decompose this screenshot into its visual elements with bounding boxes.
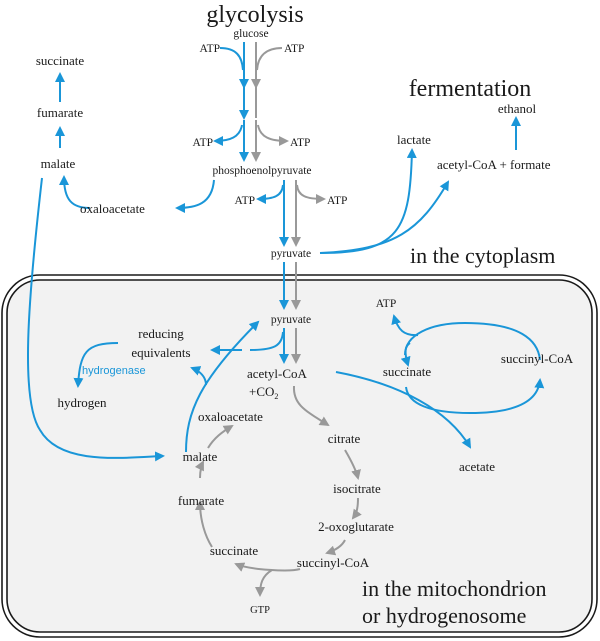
label-gtp: GTP	[250, 605, 270, 616]
label-acetylcoa-organelle: acetyl-CoA	[247, 366, 308, 381]
label-atp-output-left: ATP	[235, 195, 255, 207]
label-reducing-equivalents-line1: reducing	[138, 326, 184, 341]
label-pyruvate-cytoplasm: pyruvate	[271, 248, 311, 260]
heading-organelle-line1: in the mitochondrion	[362, 576, 547, 601]
label-reducing-equivalents-line2: equivalents	[131, 345, 190, 360]
label-citrate: citrate	[328, 431, 361, 446]
label-atp-output-right: ATP	[327, 195, 347, 207]
label-ethanol: ethanol	[498, 101, 537, 116]
label-acetate: acetate	[459, 459, 495, 474]
pyruvate-transport-arrows	[279, 262, 301, 310]
label-pyruvate-organelle: pyruvate	[271, 314, 311, 326]
label-malate-tca: malate	[183, 449, 218, 464]
label-glucose: glucose	[233, 28, 268, 40]
organelle-tca-cycle-arrows	[194, 328, 362, 597]
label-fumarate-tca: fumarate	[178, 493, 224, 508]
heading-fermentation: fermentation	[409, 76, 532, 102]
label-co2: +CO2	[249, 384, 278, 401]
label-atp-input-left: ATP	[200, 43, 220, 55]
label-atp-mid-left: ATP	[193, 137, 213, 149]
label-hydrogen: hydrogen	[57, 395, 107, 410]
cytoplasm-branch-arrows	[27, 72, 521, 462]
label-acetylcoa-formate: acetyl-CoA + formate	[437, 157, 551, 172]
heading-organelle-line2: or hydrogenosome	[362, 603, 526, 628]
organelle-compartment	[6, 279, 593, 633]
label-2-oxoglutarate: 2-oxoglutarate	[318, 519, 394, 534]
label-hydrogenase-enzyme: hydrogenase	[82, 365, 146, 377]
label-phosphoenolpyruvate: phosphoenolpyruvate	[212, 165, 311, 177]
label-succinate-tca: succinate	[210, 543, 259, 558]
heading-glycolysis: glycolysis	[206, 2, 303, 28]
organelle-outer-border	[1, 274, 598, 638]
organelle-anaerobic-arrows	[73, 314, 545, 453]
label-atp-input-right: ATP	[284, 43, 304, 55]
label-atp-loop: ATP	[376, 298, 396, 310]
label-oxaloacetate-cytoplasm: oxaloacetate	[80, 201, 145, 216]
label-malate-cytoplasm: malate	[41, 156, 76, 171]
label-isocitrate: isocitrate	[333, 481, 381, 496]
label-succinate-loop: succinate	[383, 364, 432, 379]
label-succinylcoa-tca: succinyl-CoA	[297, 555, 370, 570]
label-succinylcoa-loop: succinyl-CoA	[501, 351, 574, 366]
label-lactate: lactate	[397, 132, 431, 147]
label-oxaloacetate-organelle: oxaloacetate	[198, 409, 263, 424]
label-fumarate-cytoplasm: fumarate	[37, 105, 83, 120]
heading-cytoplasm: in the cytoplasm	[410, 243, 555, 268]
label-succinate-cytoplasm: succinate	[36, 53, 85, 68]
label-atp-mid-right: ATP	[290, 137, 310, 149]
glycolysis-anaerobic-arrows	[175, 42, 289, 247]
glycolysis-aerobic-arrows	[251, 42, 326, 247]
